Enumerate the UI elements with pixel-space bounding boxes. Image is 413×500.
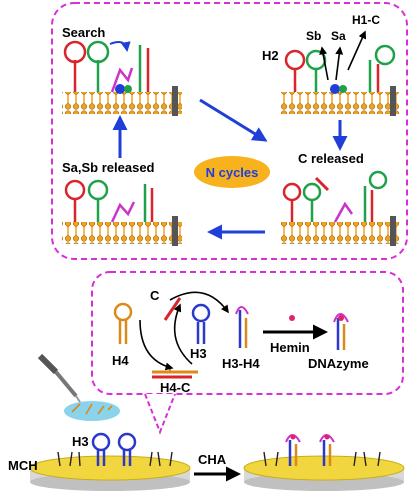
h3h4-label: H3-H4 — [222, 356, 260, 371]
membrane-released-right — [280, 170, 400, 246]
mch-label: MCH — [8, 458, 38, 473]
electrode-left — [29, 432, 191, 491]
hemin-label: Hemin — [270, 340, 310, 355]
hemin-dot — [289, 315, 295, 321]
sa-arrow — [335, 46, 344, 81]
hairpin-h3 — [191, 303, 211, 344]
h1c-arrow — [347, 30, 367, 71]
electrode-right — [243, 434, 405, 491]
n-cycles-label: N cycles — [206, 165, 259, 180]
droplet-strands — [71, 403, 113, 415]
sa-label: Sa — [331, 29, 346, 43]
duplex-h3h4 — [235, 306, 249, 348]
c-strand — [163, 297, 182, 321]
cycle-panel-border — [51, 2, 408, 260]
n-cycles-ellipse — [194, 156, 270, 188]
cha-panel-border — [91, 271, 404, 395]
sb-label: Sb — [306, 29, 321, 43]
dnazyme-structure — [333, 313, 349, 350]
h4-label: H4 — [112, 353, 129, 368]
panel-tail — [144, 393, 176, 435]
membrane-hybridization — [280, 44, 400, 116]
c-released-label: C released — [298, 151, 364, 166]
sb-arrow — [319, 46, 329, 81]
h3-electrode-label: H3 — [72, 434, 89, 449]
reaction-arrow-down — [139, 319, 174, 371]
h4c-label: H4-C — [160, 380, 191, 395]
duplex-h4c — [152, 366, 198, 379]
search-label: Search — [62, 25, 105, 40]
h2-label: H2 — [262, 48, 279, 63]
c-label: C — [150, 288, 160, 303]
cycle-arrow-diag — [199, 98, 268, 142]
c-released-strand — [314, 176, 330, 192]
membrane-search — [62, 40, 182, 116]
sasb-released-label: Sa,Sb released — [62, 160, 155, 175]
search-arrow — [109, 41, 131, 52]
h1c-label: H1-C — [352, 13, 380, 27]
hairpin-h4 — [113, 302, 133, 344]
cha-label: CHA — [198, 452, 227, 467]
h3-label: H3 — [190, 346, 207, 361]
pipette-icon — [37, 353, 81, 403]
reaction-arrow-top — [169, 291, 229, 314]
membrane-released-left — [62, 179, 182, 246]
dnazyme-label: DNAzyme — [308, 356, 369, 371]
reaction-arrow-recycle — [173, 303, 193, 365]
